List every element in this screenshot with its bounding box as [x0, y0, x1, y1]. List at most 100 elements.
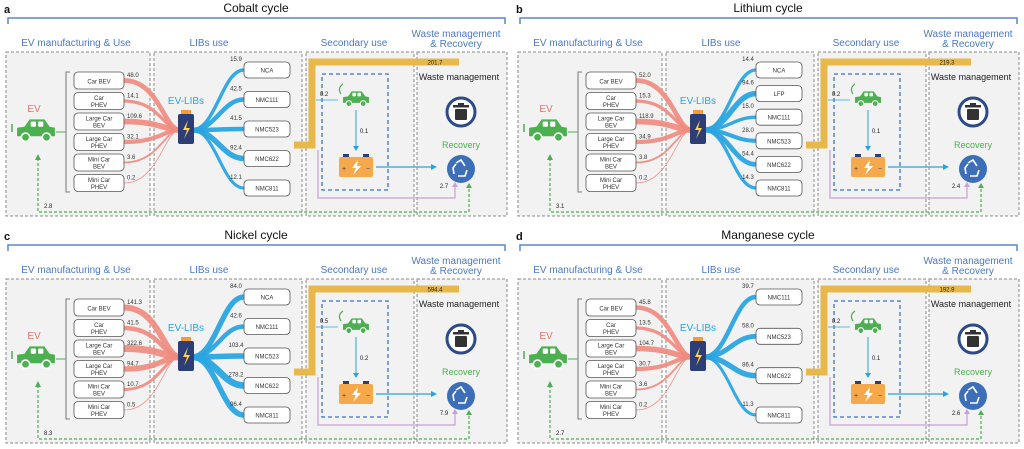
minus-sign: − — [366, 393, 370, 400]
chemistry-box — [755, 85, 803, 102]
vehicle-label: PHEV — [91, 144, 107, 150]
vehicle-value: 14.1 — [127, 94, 139, 100]
vehicle-label: PHEV — [603, 330, 619, 336]
chemistry-value: 15.0 — [742, 104, 754, 110]
vehicle-box — [73, 380, 125, 399]
secondary-down-value: 0.1 — [872, 129, 881, 135]
header-bracket — [7, 244, 506, 251]
recycle-return-arrow — [547, 154, 553, 160]
vehicle-box — [585, 360, 637, 378]
vehicle-box — [73, 92, 125, 110]
recovery-arrow-head — [943, 391, 949, 397]
vehicle-flow — [635, 356, 693, 391]
vehicle-flow — [123, 129, 181, 184]
chemistry-value: 14.3 — [742, 175, 754, 181]
chemistry-box — [755, 132, 803, 150]
vehicle-label: PHEV — [603, 371, 619, 377]
vehicle-label: Large Car — [598, 137, 625, 143]
chemistry-label: NMC811 — [255, 187, 279, 193]
recovery-arrow-head — [431, 391, 437, 397]
chemistry-label: NMC111 — [768, 296, 791, 302]
recovery-arrow-head — [943, 164, 949, 170]
vehicle-flow — [635, 129, 693, 184]
battery-icon — [178, 337, 194, 371]
chemistry-value: 94.6 — [742, 81, 754, 87]
vehicle-box — [73, 298, 125, 317]
secondary-in-value: 0.2 — [320, 92, 329, 98]
section-label-ev: EV manufacturing & Use — [533, 265, 643, 276]
vehicle-flow — [123, 129, 181, 164]
vehicle-label: BEV — [93, 124, 105, 130]
vehicle-value: 0.5 — [127, 403, 136, 409]
recovery-value: 7.9 — [440, 411, 449, 417]
vehicle-label: BEV — [605, 165, 617, 171]
chemistry-label: NMC111 — [256, 325, 279, 331]
vehicle-label: Mini Car — [88, 158, 110, 164]
chemistry-box — [243, 179, 291, 197]
vehicle-label: BEV — [93, 351, 105, 357]
vehicle-label: Mini Car — [600, 158, 622, 164]
vehicle-box — [585, 153, 637, 172]
vehicle-label: PHEV — [91, 412, 107, 418]
waste-flow — [294, 58, 459, 149]
waste-management-label: Waste management — [419, 72, 500, 82]
waste-management-label: Waste management — [931, 72, 1012, 82]
vehicle-value: 94.7 — [127, 362, 139, 368]
section-label-secondary: Secondary use — [833, 265, 900, 276]
recovery-value: 2.6 — [952, 411, 961, 417]
ev-car-icon — [529, 119, 567, 143]
vehicle-box — [585, 339, 637, 358]
ev-libs-label: EV-LIBs — [680, 323, 716, 334]
chemistry-value: 278.2 — [228, 373, 244, 379]
section-label-ev: EV manufacturing & Use — [21, 265, 131, 276]
trash-icon — [453, 330, 469, 347]
chemistry-value: 12.1 — [230, 175, 242, 181]
recovery-label: Recovery — [954, 140, 993, 150]
chemistry-value: 14.4 — [742, 57, 754, 63]
recycle-return-up-arrow — [978, 183, 984, 188]
ev-label: EV — [27, 331, 41, 342]
chemistry-label: NMC622 — [255, 157, 279, 163]
section-label-waste-2: & Recovery — [942, 39, 994, 50]
return-value: 3.1 — [556, 204, 565, 210]
panel-letter: d — [516, 231, 523, 243]
box-secondary — [305, 51, 415, 217]
storage-battery-icon: +− — [851, 154, 885, 177]
vehicle-box — [585, 92, 637, 110]
secondary-plug — [850, 83, 856, 95]
vehicle-value: 0.2 — [639, 403, 648, 409]
secondary-down-value: 0.2 — [360, 356, 369, 362]
chemistry-label: NMC523 — [255, 355, 279, 361]
trash-icon — [965, 330, 981, 347]
panel-title: Lithium cycle — [733, 1, 803, 15]
secondary-down-arrow — [353, 146, 359, 151]
vehicle-value: 41.5 — [127, 321, 139, 327]
recycle-return — [549, 156, 982, 213]
chemistry-value: 11.3 — [742, 402, 754, 408]
vehicle-box — [73, 71, 125, 90]
vehicle-value: 10.7 — [127, 382, 139, 388]
vehicle-value: 45.8 — [639, 300, 651, 306]
chemistry-box — [755, 179, 803, 197]
vehicle-label: Large Car — [86, 137, 113, 143]
vehicle-box — [73, 153, 125, 172]
vehicle-label: PHEV — [91, 371, 107, 377]
plus-sign: + — [342, 166, 346, 173]
recovery-arrow-head — [431, 164, 437, 170]
recovery-label: Recovery — [442, 367, 481, 377]
